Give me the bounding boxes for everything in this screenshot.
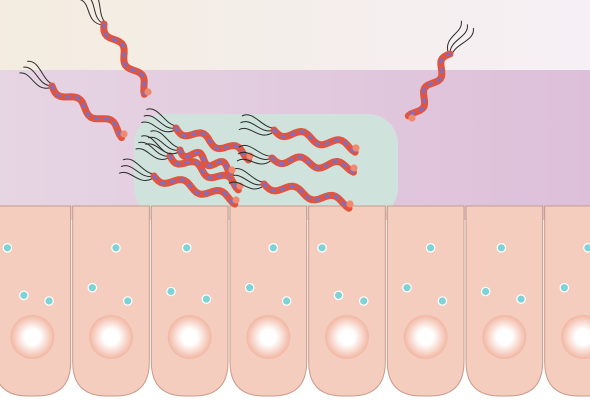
bacterium	[19, 60, 128, 142]
vesicle	[559, 282, 570, 293]
epithelial-cell-layer	[0, 205, 590, 397]
cell-membrane	[229, 205, 308, 397]
epithelial-cell	[150, 205, 229, 397]
vesicle	[87, 282, 98, 293]
bacterium	[404, 20, 474, 122]
epithelial-cell	[386, 205, 465, 397]
nucleus	[246, 315, 291, 359]
bacterium-head	[408, 114, 416, 122]
bacterium-body	[100, 20, 148, 98]
vesicle	[317, 243, 327, 253]
nucleus	[167, 315, 212, 359]
vesicle	[281, 296, 292, 306]
vesicle	[122, 296, 133, 306]
bacterium-band	[178, 148, 232, 176]
cell-membrane	[0, 205, 72, 397]
vesicle	[111, 243, 121, 253]
bacterium-head	[228, 166, 236, 174]
bacterium-head	[144, 88, 152, 96]
nucleus	[561, 315, 590, 359]
bacterium-head	[350, 164, 358, 172]
cell-membrane	[308, 205, 386, 397]
vesicle	[425, 243, 436, 253]
cell-membrane	[150, 205, 229, 397]
vesicle	[244, 282, 255, 293]
bacterium	[236, 144, 358, 176]
vesicle	[358, 296, 369, 306]
bacterium-head	[346, 200, 354, 208]
vesicle	[166, 286, 176, 297]
vesicle	[496, 243, 507, 253]
bacterium-head	[232, 196, 240, 204]
vesicle	[583, 243, 590, 253]
epithelial-cell	[308, 205, 386, 397]
bacterium	[118, 158, 240, 208]
vesicle	[44, 296, 54, 306]
bacterium-band	[168, 154, 240, 192]
vesicle	[2, 243, 13, 253]
bacterium-band	[262, 182, 351, 210]
vesicle	[268, 243, 279, 253]
bacterium-body	[268, 153, 357, 176]
cell-membrane	[72, 205, 150, 397]
nucleus	[10, 315, 55, 359]
cell-membrane	[386, 205, 465, 397]
cell-membrane	[465, 205, 544, 397]
nucleus	[89, 315, 133, 359]
bacterium	[145, 130, 236, 178]
nucleus	[325, 315, 369, 359]
bacteria-layer	[19, 0, 474, 212]
vesicle	[516, 294, 526, 304]
epithelial-cell	[0, 205, 72, 397]
bacterium	[79, 0, 152, 98]
epithelial-cell	[465, 205, 544, 397]
bacterium	[228, 167, 354, 212]
bacterium-body	[172, 124, 252, 164]
bacterium-head	[120, 130, 128, 138]
bacterium-body	[270, 126, 359, 156]
vesicle	[181, 243, 192, 253]
bacterium	[141, 108, 254, 164]
vesicle	[333, 290, 344, 301]
epithelial-cell	[72, 205, 150, 397]
bacterium-band	[152, 174, 237, 206]
bacterium-head	[352, 144, 360, 152]
bacterium-band	[50, 84, 124, 140]
vesicle	[402, 282, 412, 293]
vesicle	[480, 286, 491, 297]
vesicle	[437, 296, 448, 306]
nucleus	[482, 315, 527, 359]
bacterium	[238, 114, 360, 156]
lumen	[0, 0, 590, 72]
epithelial-cell	[544, 205, 590, 397]
vesicle	[19, 290, 29, 301]
bacterium-band	[406, 52, 452, 118]
nucleus	[403, 315, 448, 359]
cell-membrane	[544, 205, 590, 397]
epithelial-cell	[229, 205, 308, 397]
vesicle	[201, 294, 212, 304]
